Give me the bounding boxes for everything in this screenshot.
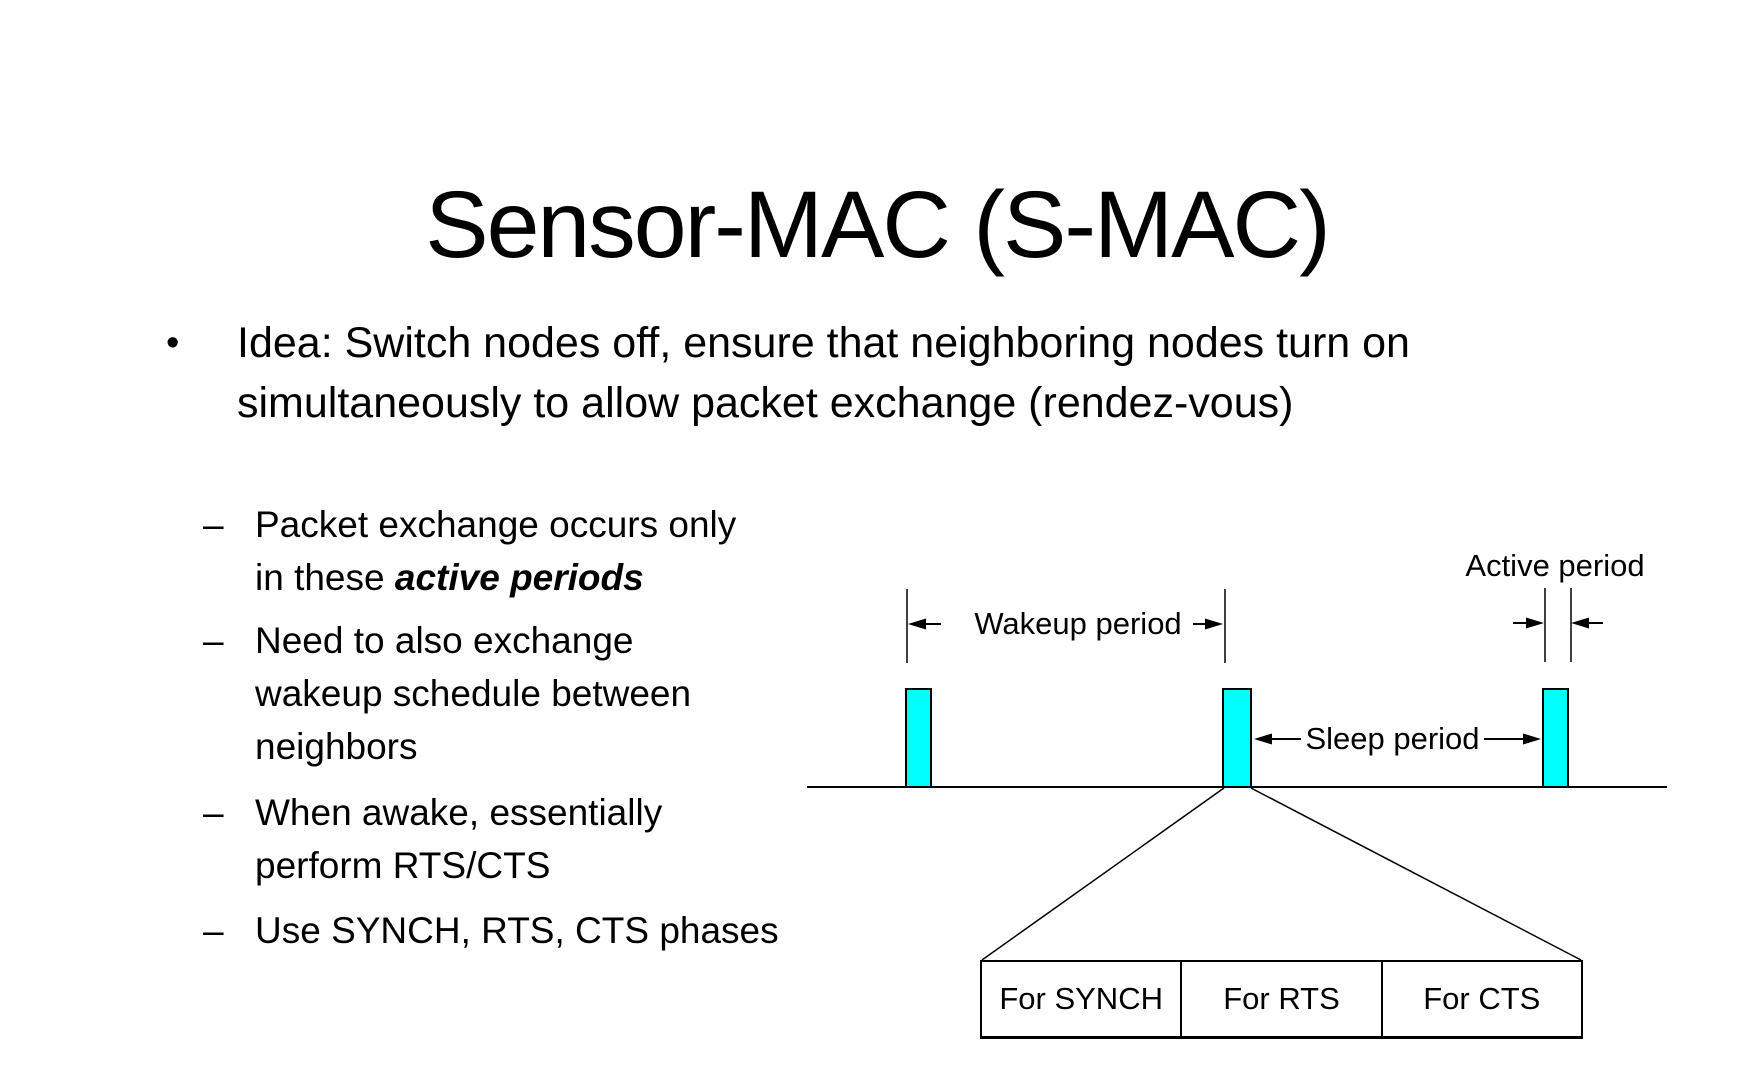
explode-diagonal-right — [1250, 787, 1582, 961]
phase-cell-rts: For RTS — [1180, 962, 1380, 1036]
active-period-bar-1 — [905, 688, 932, 788]
wakeup-period-label: Wakeup period — [974, 606, 1182, 641]
dash-marker: – — [203, 910, 224, 951]
phase-cell-synch: For SYNCH — [999, 981, 1163, 1016]
active-left-arrow — [1513, 617, 1544, 629]
sub-bullet-rts-cts: – When awake, essentially perform RTS/CT… — [203, 786, 662, 892]
active-period-label: Active period — [1465, 548, 1645, 583]
wakeup-right-arrow — [1193, 618, 1223, 630]
wakeup-left-arrow — [908, 618, 941, 630]
explode-diagonal-left — [981, 787, 1225, 961]
active-period-bar-3 — [1542, 688, 1569, 788]
sub-bullet-synch-phases-text: Use SYNCH, RTS, CTS phases — [255, 910, 779, 951]
phase-cell-cts: For CTS — [1380, 962, 1581, 1036]
bullet-marker: • — [166, 322, 180, 364]
sub-bullet-active-periods-text: Packet exchange occurs only in these acti… — [255, 498, 736, 604]
phase-box: For SYNCH For RTS For CTS — [980, 960, 1583, 1039]
sub-bullet-synch-phases: – Use SYNCH, RTS, CTS phases — [203, 904, 779, 957]
sub-bullet-active-periods: – Packet exchange occurs only in these ac… — [203, 498, 736, 604]
sub-bullet-rts-cts-text: When awake, essentially perform RTS/CTS — [255, 792, 663, 886]
sub-bullet-line1: Packet exchange occurs only — [255, 504, 737, 545]
dash-marker: – — [203, 504, 224, 545]
dash-marker: – — [203, 620, 224, 661]
slide-title: Sensor-MAC (S-MAC) — [425, 171, 1331, 278]
sub-bullet-wakeup-schedule-text: Need to also exchange wakeup schedule be… — [255, 620, 692, 767]
sub-bullet-wakeup-schedule: – Need to also exchange wakeup schedule … — [203, 614, 691, 773]
sleep-left-arrow — [1254, 733, 1301, 745]
active-period-bar-2 — [1222, 688, 1252, 788]
sleep-right-arrow — [1484, 733, 1541, 745]
active-right-arrow — [1571, 617, 1603, 629]
dash-marker: – — [203, 792, 224, 833]
active-periods-emphasis: active periods — [394, 557, 644, 598]
sub-bullet-line2-prefix: in these — [255, 557, 395, 598]
bullet-idea-text: Idea: Switch nodes off, ensure that neig… — [237, 319, 1410, 427]
sleep-period-label: Sleep period — [1305, 721, 1480, 756]
bullet-idea: • Idea: Switch nodes off, ensure that ne… — [158, 313, 1410, 433]
